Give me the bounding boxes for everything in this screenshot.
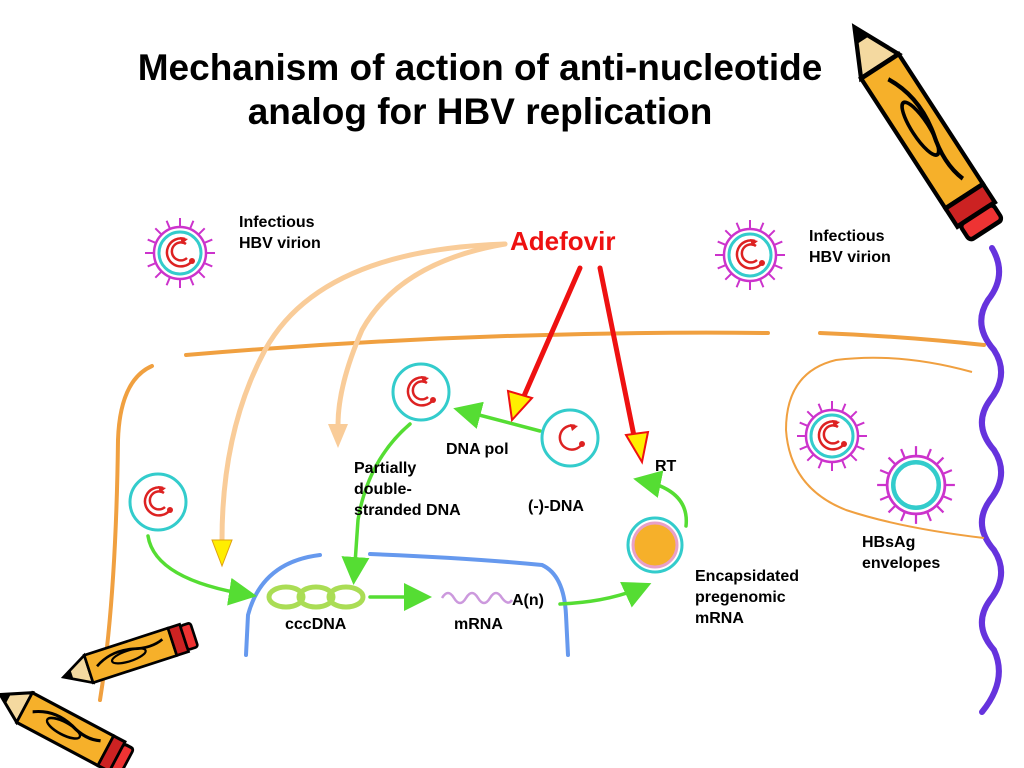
inhibition-arrows [521, 265, 637, 439]
mrna-strand-icon [440, 591, 514, 605]
page-title: Mechanism of action of anti-nucleotide a… [80, 46, 880, 134]
entry-arrows [219, 241, 508, 543]
virion-vesicle-icon [795, 399, 869, 473]
poly-a-label: A(n) [512, 592, 544, 609]
capsid-entry-icon [128, 472, 188, 532]
cccdna-icon [266, 584, 366, 610]
dna-pol-label: DNA pol [446, 441, 509, 458]
entry-arrowhead-2 [328, 424, 348, 448]
nucleus [244, 552, 570, 657]
partially-dsdna-label: Partially double- stranded DNA [354, 460, 461, 519]
hbsag-label: HBsAg envelopes [862, 534, 941, 572]
title-line-1: Mechanism of action of anti-nucleotide [137, 47, 823, 88]
mrna-label: mRNA [454, 616, 503, 633]
pencil-icon [0, 678, 137, 768]
pencil-icon [57, 619, 200, 693]
entry-arrowhead-1 [211, 539, 233, 568]
encapsidated-pgrna-icon [626, 516, 684, 574]
vesicle-outline [784, 356, 985, 539]
cccdna-label: cccDNA [285, 616, 347, 633]
inhibition-arrowhead-2 [624, 430, 650, 465]
virion-right-label: Infectious HBV virion [809, 228, 891, 266]
rt-label: RT [655, 458, 677, 475]
capsid-minus-dna-icon [540, 408, 600, 468]
virion-right-icon [713, 218, 787, 292]
virion-left-label: Infectious HBV virion [239, 214, 321, 252]
title-line-2: analog for HBV replication [247, 91, 713, 132]
encapsidated-label: Encapsidated pregenomic mRNA [695, 568, 800, 627]
capsid-partial-dsdna-icon [391, 362, 451, 422]
drug-label: Adefovir [510, 226, 616, 256]
minus-dna-label: (-)-DNA [528, 498, 584, 515]
flow-arrows [146, 401, 688, 611]
page-edge-line [978, 245, 1004, 715]
inhibition-arrowhead-1 [506, 389, 534, 423]
virion-left-icon [143, 216, 217, 290]
